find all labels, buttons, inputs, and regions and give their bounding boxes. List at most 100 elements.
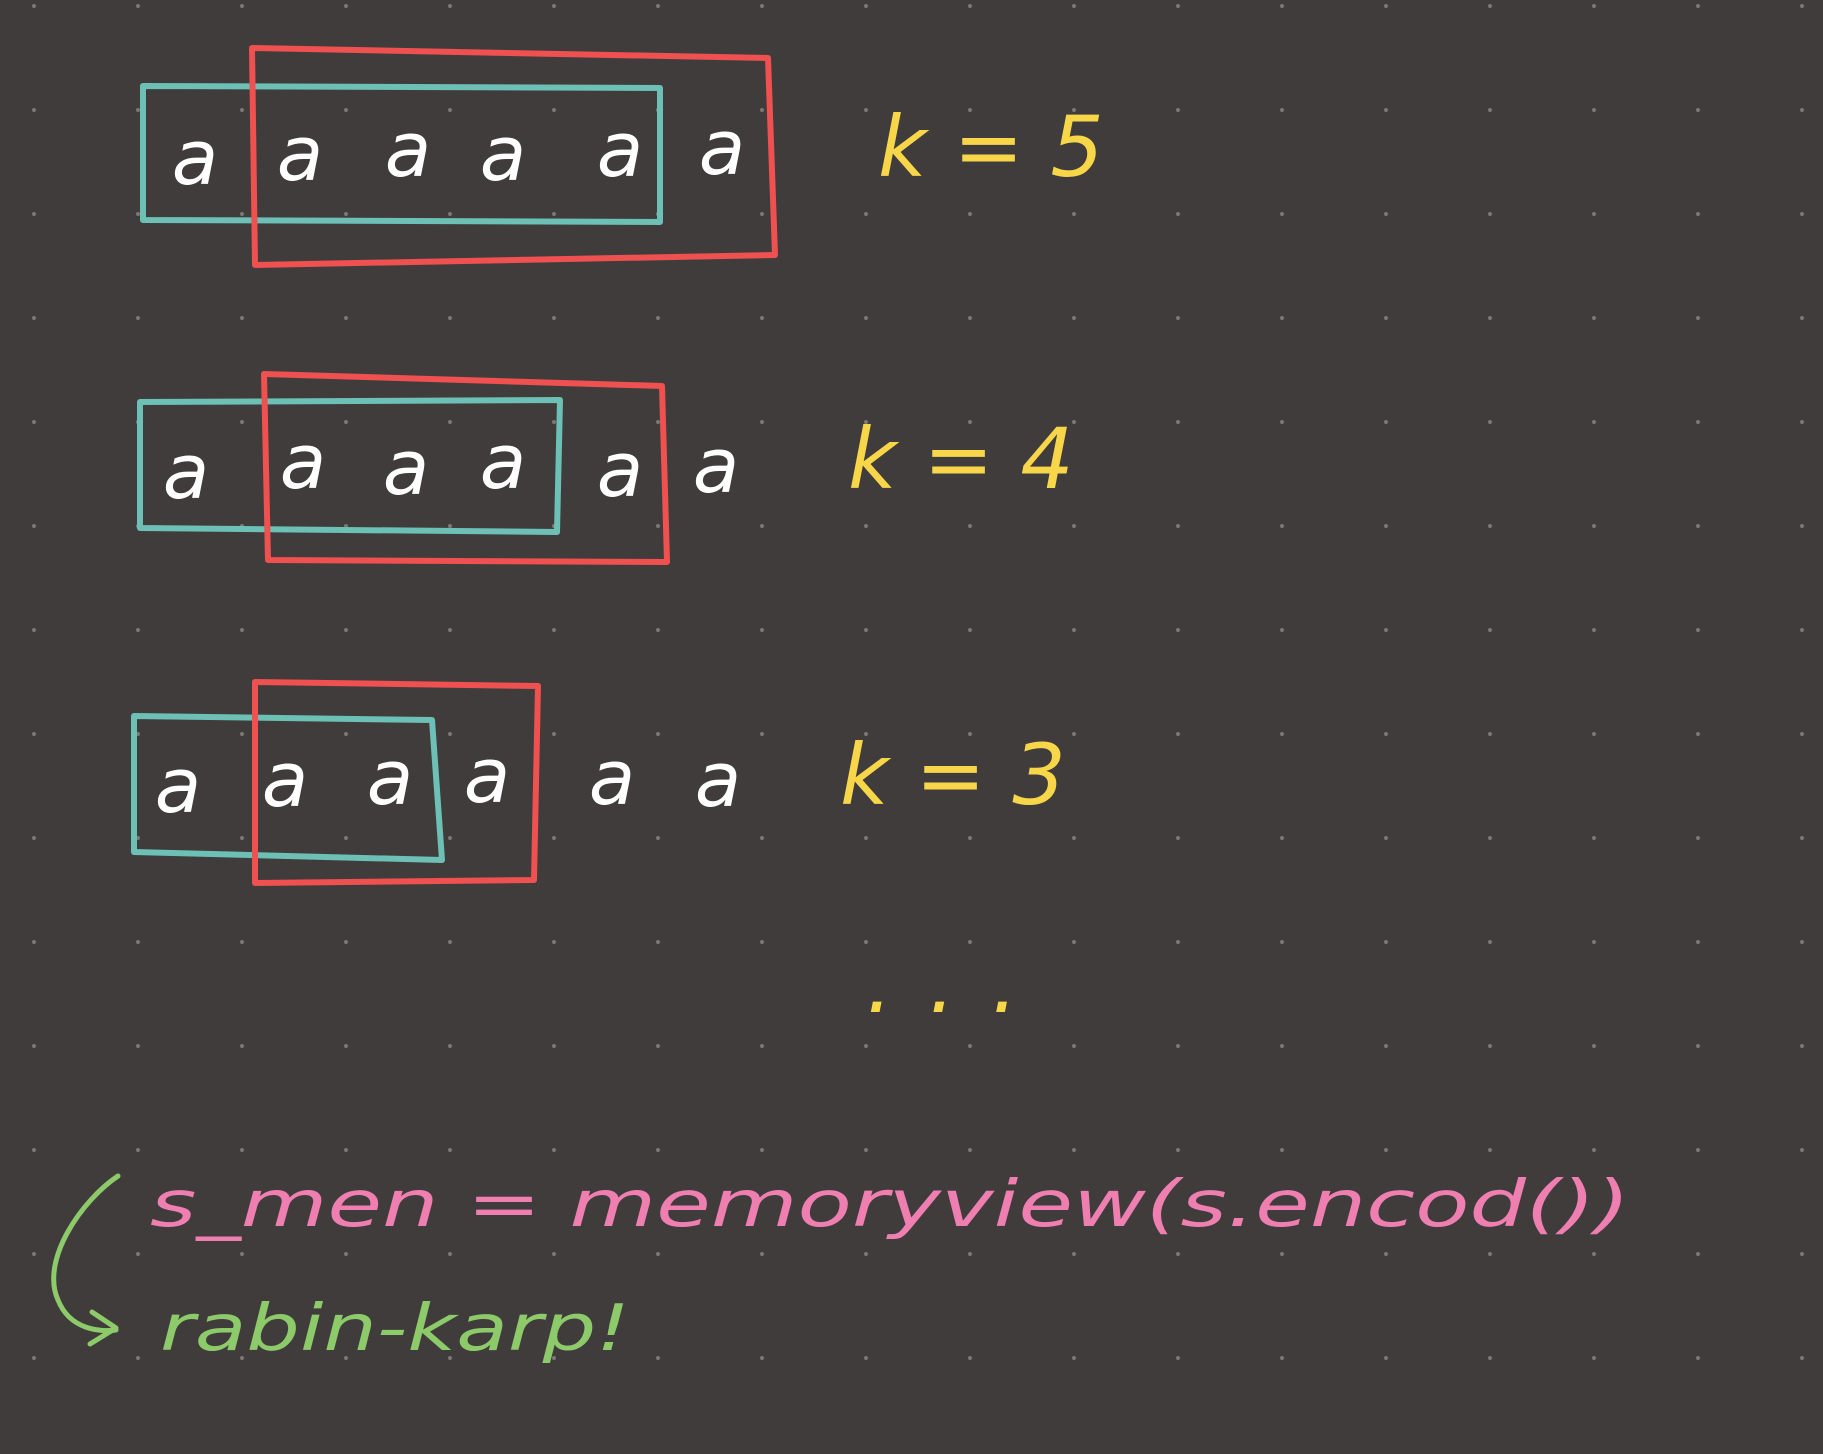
- grid-dot: [1696, 524, 1700, 528]
- grid-dot: [32, 108, 36, 112]
- grid-dot: [1800, 524, 1804, 528]
- grid-dot: [1384, 524, 1388, 528]
- grid-dot: [1280, 4, 1284, 8]
- grid-dot: [344, 1148, 348, 1152]
- grid-dot: [552, 940, 556, 944]
- grid-dot: [344, 212, 348, 216]
- grid-dot: [1280, 940, 1284, 944]
- k-label: k = 5: [878, 98, 1104, 196]
- row-k5: a a a a a a k = 5: [140, 45, 1104, 268]
- grid-dot: [1800, 836, 1804, 840]
- grid-dot: [448, 420, 452, 424]
- grid-dot: [136, 1044, 140, 1048]
- grid-dot: [1280, 1356, 1284, 1360]
- letter-1: a: [155, 741, 202, 830]
- grid-dot: [1280, 316, 1284, 320]
- ellipsis: ...: [866, 934, 1054, 1032]
- grid-dot: [1072, 524, 1076, 528]
- note-text: rabin-karp!: [160, 1292, 630, 1366]
- grid-dot: [552, 1356, 556, 1360]
- grid-dot: [1488, 108, 1492, 112]
- grid-dot: [1072, 1044, 1076, 1048]
- grid-dot: [1696, 836, 1700, 840]
- grid-dot: [240, 1044, 244, 1048]
- grid-dot: [760, 108, 764, 112]
- grid-dot: [1696, 420, 1700, 424]
- red-window-box: [249, 45, 778, 268]
- grid-dot: [1800, 1356, 1804, 1360]
- grid-dot: [1384, 108, 1388, 112]
- grid-dot: [136, 1252, 140, 1256]
- grid-dot: [1176, 4, 1180, 8]
- letter-3: a: [385, 105, 432, 194]
- grid-dot: [32, 940, 36, 944]
- grid-dot: [864, 212, 868, 216]
- grid-dot: [136, 628, 140, 632]
- grid-dot: [448, 108, 452, 112]
- grid-dot: [136, 212, 140, 216]
- grid-dot: [1072, 1252, 1076, 1256]
- grid-dot: [1696, 316, 1700, 320]
- red-window-box: [261, 371, 670, 565]
- grid-dot: [1696, 1356, 1700, 1360]
- teal-window-box: [137, 397, 563, 535]
- grid-dot: [344, 732, 348, 736]
- grid-dot: [1488, 420, 1492, 424]
- grid-dot: [1384, 1044, 1388, 1048]
- grid-dot: [1696, 4, 1700, 8]
- letter-5: a: [589, 733, 636, 822]
- grid-dot: [968, 420, 972, 424]
- grid-dot: [1384, 732, 1388, 736]
- grid-dot: [1800, 4, 1804, 8]
- grid-dot: [448, 628, 452, 632]
- grid-dot: [240, 4, 244, 8]
- grid-dot: [344, 1356, 348, 1360]
- grid-dot: [552, 108, 556, 112]
- grid-dot: [760, 940, 764, 944]
- grid-dot: [344, 1044, 348, 1048]
- grid-dot: [1176, 420, 1180, 424]
- grid-dot: [1800, 628, 1804, 632]
- grid-dot: [1072, 212, 1076, 216]
- grid-dot: [240, 732, 244, 736]
- grid-dot: [1280, 108, 1284, 112]
- grid-dot: [1488, 524, 1492, 528]
- grid-dot: [656, 1148, 660, 1152]
- grid-dot: [1696, 1252, 1700, 1256]
- grid-dot: [32, 524, 36, 528]
- grid-dot: [760, 732, 764, 736]
- grid-dot: [656, 940, 660, 944]
- dot-grid: [32, 4, 1804, 1360]
- grid-dot: [1280, 732, 1284, 736]
- grid-dot: [1072, 108, 1076, 112]
- grid-dot: [1280, 1044, 1284, 1048]
- grid-dot: [1176, 108, 1180, 112]
- grid-dot: [32, 4, 36, 8]
- grid-dot: [1384, 420, 1388, 424]
- grid-dot: [968, 1356, 972, 1360]
- grid-dot: [1280, 1148, 1284, 1152]
- grid-dot: [1592, 1356, 1596, 1360]
- grid-dot: [1176, 628, 1180, 632]
- grid-dot: [1592, 836, 1596, 840]
- grid-dot: [968, 212, 972, 216]
- grid-dot: [344, 316, 348, 320]
- grid-dot: [760, 420, 764, 424]
- grid-dot: [1384, 1252, 1388, 1256]
- grid-dot: [1592, 628, 1596, 632]
- rabin-karp-note: rabin-karp!: [51, 1173, 630, 1366]
- grid-dot: [968, 940, 972, 944]
- grid-dot: [448, 1148, 452, 1152]
- grid-dot: [1280, 420, 1284, 424]
- grid-dot: [1176, 524, 1180, 528]
- grid-dot: [760, 1148, 764, 1152]
- grid-dot: [1592, 4, 1596, 8]
- grid-dot: [760, 4, 764, 8]
- grid-dot: [1592, 524, 1596, 528]
- grid-dot: [240, 836, 244, 840]
- grid-dot: [864, 940, 868, 944]
- letter-3: a: [367, 733, 414, 822]
- grid-dot: [1072, 316, 1076, 320]
- grid-dot: [32, 1252, 36, 1256]
- grid-dot: [32, 1356, 36, 1360]
